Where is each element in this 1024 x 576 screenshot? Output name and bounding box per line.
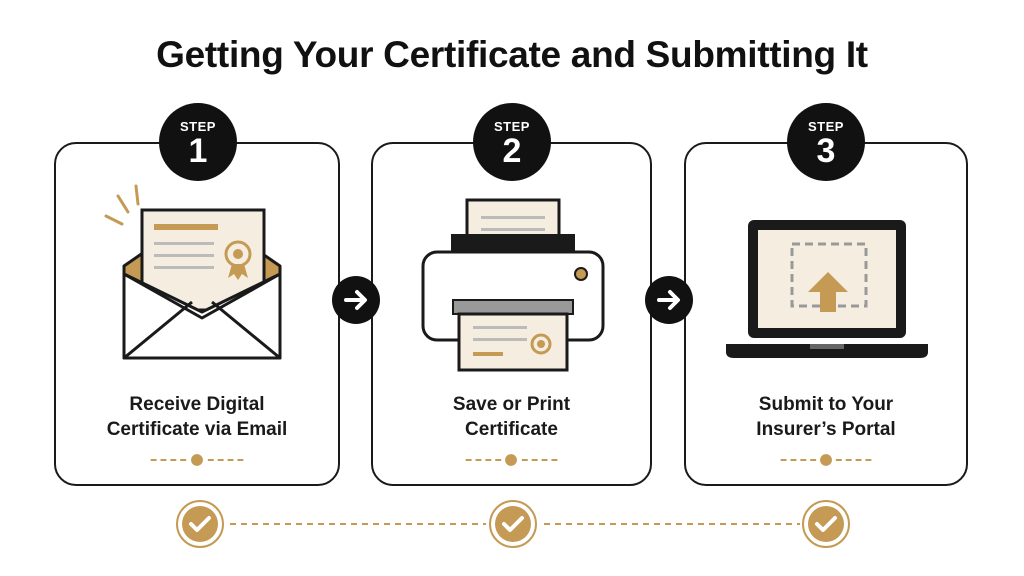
check-icon	[802, 500, 850, 548]
page-title: Getting Your Certificate and Submitting …	[156, 34, 868, 75]
step-arrow-1	[332, 276, 380, 324]
arrow-right-icon	[344, 290, 367, 310]
check-icon	[489, 500, 537, 548]
check-badge-1	[175, 499, 225, 549]
step-badge-1: STEP 1	[159, 103, 237, 181]
step-1-label: Receive Digital Certificate via Email	[56, 392, 338, 442]
step-2-label: Save or Print Certificate	[373, 392, 650, 442]
check-badge-3	[801, 499, 851, 549]
step-badge-2: STEP 2	[473, 103, 551, 181]
step-3-label: Submit to Your Insurer’s Portal	[686, 392, 966, 442]
step-badge-1-number: 1	[188, 132, 208, 170]
check-badge-2	[488, 499, 538, 549]
step-arrow-2	[645, 276, 693, 324]
check-icon	[176, 500, 224, 548]
step-3-label-line1: Submit to Your	[758, 394, 894, 415]
step-badge-2-label: STEP	[494, 119, 530, 134]
envelope-certificate-icon	[104, 184, 282, 360]
step-card-2: Save or Print Certificate	[371, 142, 652, 486]
arrow-right-icon	[657, 290, 680, 310]
step-badge-3-label: STEP	[808, 119, 844, 134]
step-1-label-line1: Receive Digital	[129, 394, 265, 415]
step-3-divider	[780, 454, 872, 466]
step-2-label-line2: Certificate	[465, 419, 558, 440]
step-badge-1-label: STEP	[180, 119, 216, 134]
step-3-label-line2: Insurer’s Portal	[756, 419, 896, 440]
step-card-3: Submit to Your Insurer’s Portal	[684, 142, 968, 486]
step-badge-3: STEP 3	[787, 103, 865, 181]
step-2-divider	[465, 454, 558, 466]
step-2-label-line1: Save or Print	[452, 394, 571, 415]
step-1-label-line2: Certificate via Email	[106, 419, 288, 440]
step-badge-3-number: 3	[816, 132, 836, 170]
laptop-upload-icon	[726, 220, 928, 358]
printer-icon	[421, 198, 605, 372]
step-card-1: Receive Digital Certificate via Email	[54, 142, 340, 486]
step-1-divider	[150, 454, 244, 466]
progress-connector	[230, 523, 800, 525]
step-badge-2-number: 2	[502, 132, 522, 170]
